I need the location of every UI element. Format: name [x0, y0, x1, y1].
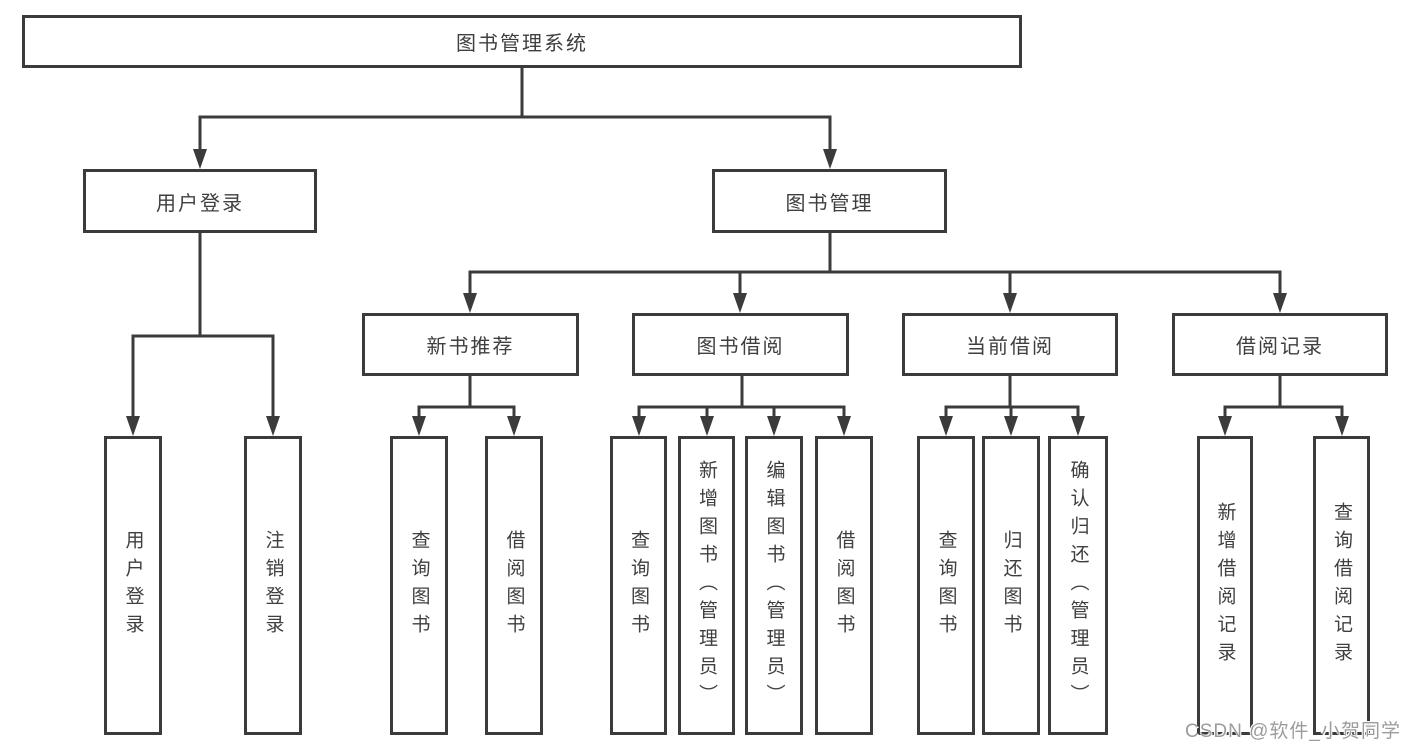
leaf-record-query-label: 查询借阅记录 — [1331, 501, 1352, 670]
leaf-bookborrow-borrow: 借阅图书 — [815, 436, 873, 735]
node-book-borrow-label: 图书借阅 — [696, 336, 785, 358]
node-new-book-label: 新书推荐 — [426, 336, 515, 358]
leaf-current-query: 查询图书 — [917, 436, 975, 735]
leaf-newbook-borrow: 借阅图书 — [485, 436, 543, 735]
leaf-bookborrow-borrow-label: 借阅图书 — [833, 529, 855, 642]
csdn-watermark: CSDN @软件_小贺同学 — [1185, 721, 1401, 742]
leaf-logout-label: 注销登录 — [262, 529, 284, 642]
leaf-user-login-label: 用户登录 — [122, 529, 144, 642]
leaf-current-query-label: 查询图书 — [935, 529, 957, 642]
leaf-logout: 注销登录 — [244, 436, 302, 735]
node-root-label: 图书管理系统 — [456, 33, 588, 55]
node-current-borrow: 当前借阅 — [902, 313, 1118, 376]
node-book-mgmt: 图书管理 — [712, 169, 947, 233]
node-root: 图书管理系统 — [22, 15, 1022, 68]
leaf-record-add-label: 新增借阅记录 — [1214, 501, 1236, 670]
leaf-user-login: 用户登录 — [104, 436, 162, 735]
leaf-bookborrow-add-label: 新增图书（管理员） — [696, 459, 717, 712]
node-book-mgmt-label: 图书管理 — [785, 192, 874, 215]
leaf-bookborrow-query: 查询图书 — [610, 436, 667, 735]
node-new-book: 新书推荐 — [362, 313, 579, 376]
node-user-login-label: 用户登录 — [156, 192, 244, 215]
node-book-borrow: 图书借阅 — [632, 313, 849, 376]
leaf-bookborrow-edit: 编辑图书（管理员） — [745, 436, 803, 735]
leaf-bookborrow-edit-label: 编辑图书（管理员） — [763, 459, 785, 712]
node-current-borrow-label: 当前借阅 — [966, 336, 1054, 358]
node-borrow-record-label: 借阅记录 — [1236, 336, 1324, 358]
leaf-newbook-borrow-label: 借阅图书 — [503, 529, 525, 642]
leaf-current-return-label: 归还图书 — [1000, 529, 1022, 642]
leaf-newbook-query-label: 查询图书 — [408, 529, 430, 642]
leaf-record-add: 新增借阅记录 — [1197, 436, 1253, 735]
leaf-bookborrow-query-label: 查询图书 — [628, 529, 649, 642]
leaf-bookborrow-add: 新增图书（管理员） — [678, 436, 735, 735]
leaf-record-query: 查询借阅记录 — [1313, 436, 1370, 735]
leaf-newbook-query: 查询图书 — [390, 436, 448, 735]
node-borrow-record: 借阅记录 — [1172, 313, 1388, 376]
node-user-login: 用户登录 — [83, 169, 317, 233]
leaf-current-return: 归还图书 — [982, 436, 1040, 735]
leaf-current-confirm: 确认归还（管理员） — [1048, 436, 1108, 735]
leaf-current-confirm-label: 确认归还（管理员） — [1067, 459, 1089, 712]
